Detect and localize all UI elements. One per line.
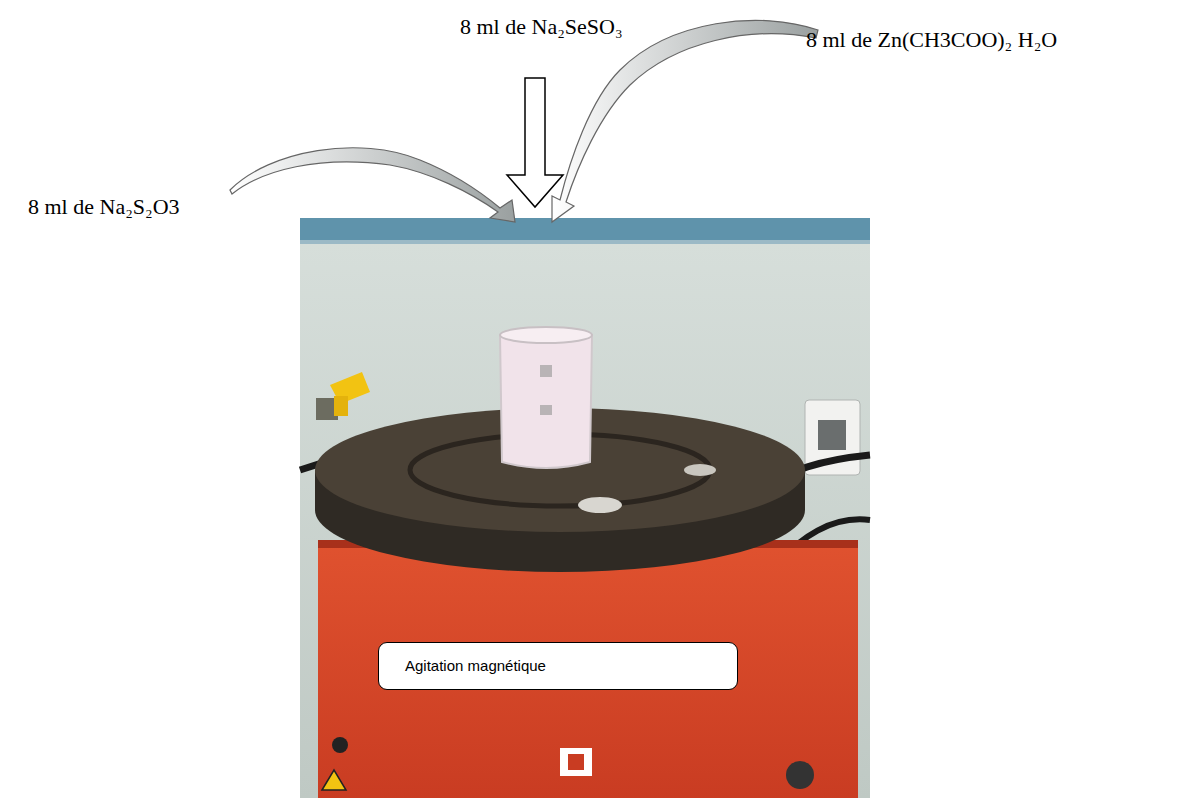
- reagent-label: 8 ml de Na₂SeSO₃: [460, 14, 623, 40]
- reagent-label: 8 ml de Zn(CH3COO)₂ H₂O: [806, 27, 1057, 53]
- reagent-label: 8 ml de Na₂S₂O3: [28, 194, 180, 220]
- box-label: Agitation magnétique: [405, 657, 737, 674]
- label-box: Agitation magnétique: [378, 642, 738, 690]
